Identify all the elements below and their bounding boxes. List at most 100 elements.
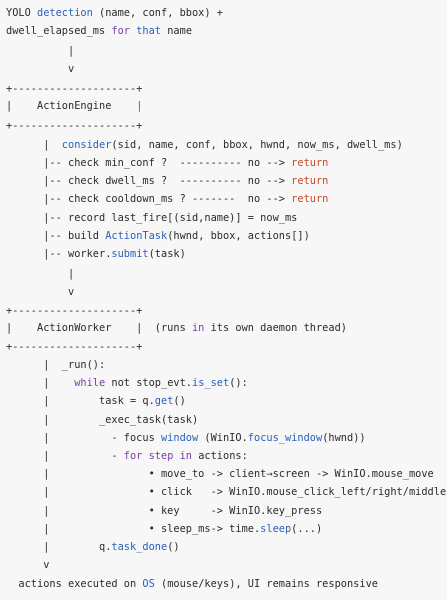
code-token: task_done — [111, 541, 168, 553]
code-token: detection — [37, 7, 93, 19]
code-line: |-- worker.submit(task) — [6, 245, 186, 263]
code-token: v — [6, 63, 75, 75]
code-line: | consider(sid, name, conf, bbox, hwnd, … — [6, 136, 403, 154]
code-token: | _run(): — [6, 359, 106, 371]
code-token: (name, conf, bbox) + — [92, 7, 223, 19]
code-token: +--------------------+ — [6, 83, 143, 95]
code-token: |-- worker. — [6, 248, 112, 260]
code-token: its own daemon thread) — [204, 322, 347, 334]
code-token: (sid, name, conf, bbox, hwnd, now_ms, dw… — [111, 139, 403, 151]
code-token: | _exec_task(task) — [6, 414, 199, 426]
code-token: while — [74, 377, 106, 389]
code-line: |-- check dwell_ms ? ---------- no --> r… — [6, 172, 328, 190]
code-token: for step in — [123, 450, 192, 462]
code-token: (task) — [148, 248, 186, 260]
code-token: window — [160, 432, 199, 444]
code-token: consider — [61, 139, 112, 151]
code-token: dwell_elapsed_ms — [6, 25, 112, 37]
code-line: v — [6, 556, 49, 574]
code-token: | • move_to -> client→screen -> WinIO.mo… — [6, 468, 434, 480]
code-line: | ActionEngine | — [6, 97, 142, 115]
code-token: actions: — [192, 450, 248, 462]
code-token: | ActionWorker | (runs — [6, 322, 192, 334]
code-line: dwell_elapsed_ms for that name — [6, 22, 192, 40]
code-token: not stop_evt. — [105, 377, 192, 389]
code-token: | — [136, 100, 143, 112]
code-token: get — [154, 395, 174, 407]
code-line: | — [6, 265, 74, 283]
code-token: () — [173, 395, 186, 407]
code-line: |-- check min_conf ? ---------- no --> r… — [6, 154, 328, 172]
code-token: (hwnd, bbox, actions[]) — [167, 230, 310, 242]
code-token: in — [191, 322, 205, 334]
code-line: v — [6, 283, 74, 301]
code-token: |-- check min_conf ? ---------- no --> — [6, 157, 292, 169]
code-token: |-- check dwell_ms ? ---------- no --> — [6, 175, 292, 187]
code-token: | ActionEngine — [6, 100, 137, 112]
code-token: |-- check cooldown_ms ? ------- no --> — [6, 193, 292, 205]
code-line: |-- build ActionTask(hwnd, bbox, actions… — [6, 227, 310, 245]
code-line: |-- check cooldown_ms ? ------- no --> r… — [6, 190, 328, 208]
code-line: +--------------------+ — [6, 80, 142, 98]
code-token: | • key -> WinIO.key_press — [6, 505, 323, 517]
code-line: actions executed on OS (mouse/keys), UI … — [6, 575, 378, 593]
code-token: (mouse/keys), UI remains responsive — [154, 578, 378, 590]
code-line: | - for step in actions: — [6, 447, 248, 465]
code-token: | — [6, 45, 75, 57]
code-token: | - focus — [6, 432, 161, 444]
code-line: | • sleep_ms-> time.sleep(...) — [6, 520, 322, 538]
code-line: | • move_to -> client→screen -> WinIO.mo… — [6, 465, 434, 483]
code-token: +--------------------+ — [6, 120, 143, 132]
code-line: | _run(): — [6, 356, 105, 374]
code-token: (hwnd)) — [322, 432, 366, 444]
code-line: +--------------------+ — [6, 117, 142, 135]
code-token: focus_window — [247, 432, 323, 444]
code-token: |-- build — [6, 230, 106, 242]
code-line: | task = q.get() — [6, 392, 186, 410]
code-token: () — [167, 541, 180, 553]
code-token: v — [6, 286, 75, 298]
code-line: +--------------------+ — [6, 338, 142, 356]
code-token: return — [291, 193, 329, 205]
code-token: return — [291, 157, 329, 169]
code-token: for — [111, 25, 130, 37]
code-line: | _exec_task(task) — [6, 411, 198, 429]
code-token: | — [6, 268, 75, 280]
code-line: |-- record last_fire[(sid,name)] = now_m… — [6, 209, 297, 227]
code-line: | q.task_done() — [6, 538, 180, 556]
code-token: that — [136, 25, 162, 37]
code-token: (WinIO. — [198, 432, 248, 444]
code-token: | • click -> WinIO.mouse_click_left/righ… — [6, 486, 447, 498]
code-token: return — [291, 175, 329, 187]
code-token: | q. — [6, 541, 112, 553]
code-line: | - focus window (WinIO.focus_window(hwn… — [6, 429, 366, 447]
code-token: | task = q. — [6, 395, 155, 407]
code-token: OS — [142, 578, 155, 590]
code-line: | • click -> WinIO.mouse_click_left/righ… — [6, 483, 446, 501]
code-line: +--------------------+ — [6, 302, 142, 320]
code-token: (): — [229, 377, 248, 389]
code-token: ActionTask — [105, 230, 168, 242]
code-line: | ActionWorker | (runs in its own daemon… — [6, 319, 347, 337]
code-token: | — [6, 139, 62, 151]
code-line: | while not stop_evt.is_set(): — [6, 374, 248, 392]
code-token: is_set — [192, 377, 230, 389]
code-token: name — [161, 25, 193, 37]
code-line: v — [6, 60, 74, 78]
code-token: | - — [6, 450, 124, 462]
code-line: | • key -> WinIO.key_press — [6, 502, 322, 520]
code-token: |-- record last_fire[(sid,name)] = now_m… — [6, 212, 298, 224]
code-token: | • sleep_ms-> time. — [6, 523, 261, 535]
code-token: YOLO — [6, 7, 37, 19]
code-token: actions executed on — [6, 578, 143, 590]
code-token: (...) — [291, 523, 323, 535]
code-token: v — [6, 559, 50, 571]
code-line: | — [6, 42, 74, 60]
code-token: | — [6, 377, 75, 389]
code-token: +--------------------+ — [6, 305, 143, 317]
code-token: +--------------------+ — [6, 341, 143, 353]
code-token: submit — [111, 248, 149, 260]
code-line: YOLO detection (name, conf, bbox) + — [6, 4, 223, 22]
code-token: sleep — [260, 523, 292, 535]
